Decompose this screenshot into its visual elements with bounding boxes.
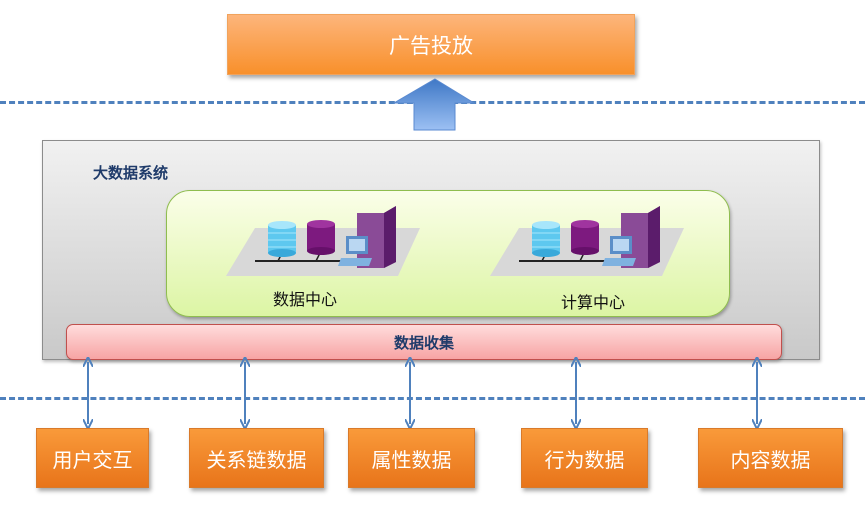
upward-flow-arrow [392, 78, 476, 131]
source-label: 关系链数据 [206, 447, 307, 472]
centers-panel [166, 190, 730, 317]
lower-divider [0, 397, 865, 400]
upper-divider [0, 101, 865, 104]
ad-delivery-label: 广告投放 [389, 33, 473, 58]
data-collection-bar: 数据收集 [66, 324, 782, 360]
source-user-interaction: 用户交互 [36, 428, 149, 488]
ad-delivery-box: 广告投放 [227, 14, 635, 75]
source-attribute-data: 属性数据 [348, 428, 475, 488]
source-label: 内容数据 [730, 447, 811, 472]
compute-center-label: 计算中心 [561, 293, 626, 312]
source-behavior-data: 行为数据 [521, 428, 648, 488]
data-center-label: 数据中心 [273, 290, 338, 309]
system-title: 大数据系统 [93, 164, 169, 182]
source-content-data: 内容数据 [698, 428, 843, 488]
source-relationship-data: 关系链数据 [189, 428, 324, 488]
source-label: 用户交互 [52, 447, 133, 472]
source-label: 属性数据 [371, 447, 452, 472]
data-collection-label: 数据收集 [393, 333, 454, 352]
source-label: 行为数据 [544, 447, 625, 472]
